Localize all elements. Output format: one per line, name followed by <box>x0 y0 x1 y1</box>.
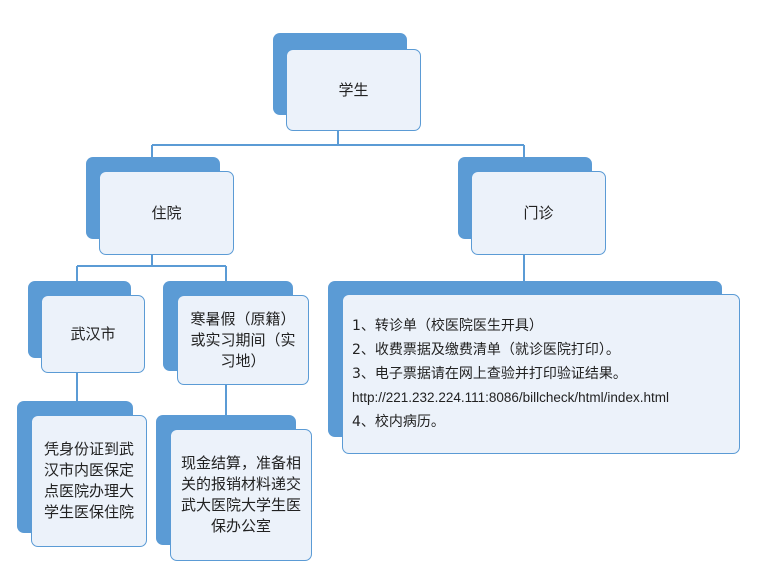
node-outpatient-detail-box: 1、转诊单（校医院医生开具） 2、收费票据及缴费清单（就诊医院打印）。 3、电子… <box>342 294 740 454</box>
requirement-item-2: 2、收费票据及缴费清单（就诊医院打印）。 <box>352 342 620 358</box>
node-outpatient-label: 门诊 <box>471 171 606 255</box>
node-wuhan-detail: 凭身份证到武汉市内医保定点医院办理大学生医保住院 <box>17 401 147 547</box>
requirement-item-1: 1、转诊单（校医院医生开具） <box>352 318 543 334</box>
bill-check-url: http://221.232.224.111:8086/billcheck/ht… <box>352 390 669 405</box>
node-vacation: 寒暑假（原籍）或实习期间（实习地） <box>163 281 309 385</box>
node-student-label: 学生 <box>286 49 421 131</box>
node-wuhan: 武汉市 <box>28 281 146 373</box>
outpatient-requirements-list: 1、转诊单（校医院医生开具） 2、收费票据及缴费清单（就诊医院打印）。 3、电子… <box>352 314 669 434</box>
node-outpatient: 门诊 <box>458 157 608 255</box>
node-vacation-detail-label: 现金结算，准备相关的报销材料递交武大医院大学生医保办公室 <box>170 429 312 561</box>
requirement-item-4: 4、校内病历。 <box>352 414 445 430</box>
node-wuhan-label: 武汉市 <box>41 295 145 373</box>
node-vacation-detail: 现金结算，准备相关的报销材料递交武大医院大学生医保办公室 <box>156 415 312 561</box>
node-inpatient: 住院 <box>86 157 236 255</box>
node-vacation-label: 寒暑假（原籍）或实习期间（实习地） <box>177 295 309 385</box>
node-inpatient-label: 住院 <box>99 171 234 255</box>
node-outpatient-detail: 1、转诊单（校医院医生开具） 2、收费票据及缴费清单（就诊医院打印）。 3、电子… <box>328 281 740 454</box>
requirement-item-3: 3、电子票据请在网上查验并打印验证结果。 <box>352 366 627 382</box>
node-student: 学生 <box>273 33 423 131</box>
node-wuhan-detail-label: 凭身份证到武汉市内医保定点医院办理大学生医保住院 <box>31 415 147 547</box>
